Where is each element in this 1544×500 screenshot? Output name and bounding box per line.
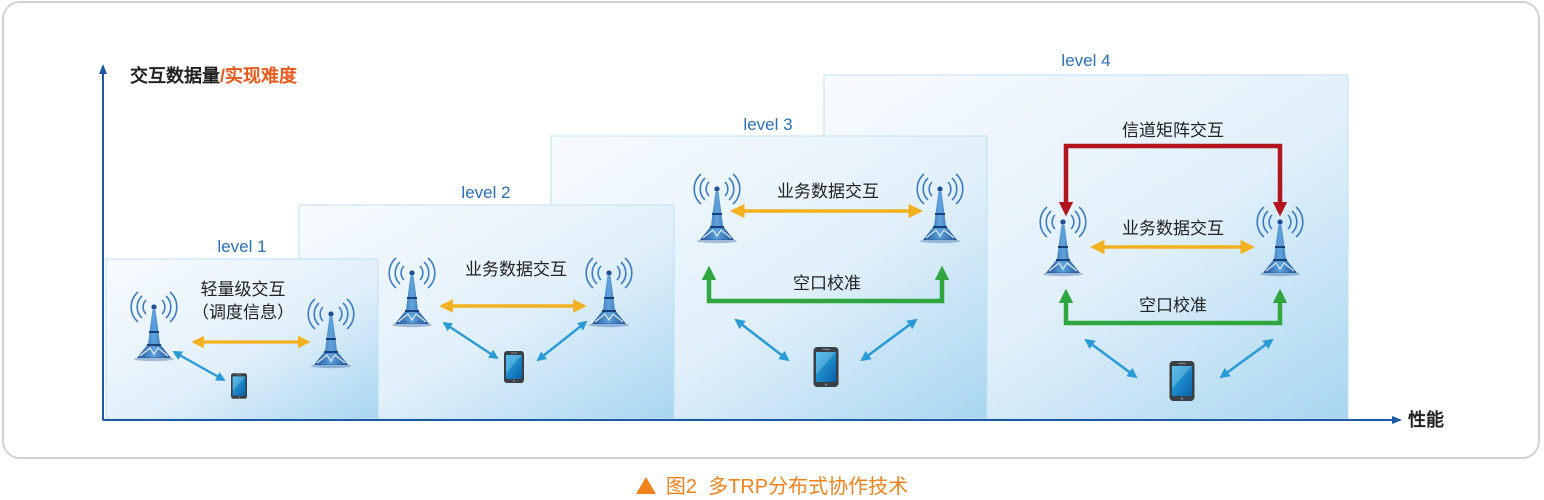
figure-caption: 图2 多TRP分布式协作技术 xyxy=(0,470,1544,499)
level-3-label: level 3 xyxy=(743,115,792,134)
tower-phone-link-arrow xyxy=(1084,338,1138,379)
tower-phone-link-arrow xyxy=(1219,338,1274,379)
level-3-text-data: 业务数据交互 xyxy=(777,182,879,201)
figure-title: 多TRP分布式协作技术 xyxy=(708,476,909,498)
phone-icon xyxy=(231,373,247,399)
level-2-text: 业务数据交互 xyxy=(465,260,567,279)
phone-icon xyxy=(1169,361,1195,401)
tower-phone-link-arrow xyxy=(442,321,499,360)
level-1-label: level 1 xyxy=(217,237,266,256)
x-axis-label: 性能 xyxy=(1408,409,1444,430)
tower-phone-link-arrow xyxy=(860,318,918,362)
level-4-text-channel-matrix: 信道矩阵交互 xyxy=(1122,121,1224,140)
level-1-text-line1: 轻量级交互 xyxy=(201,280,286,299)
tower-phone-link-arrow xyxy=(536,320,588,362)
level-4-text-calibration: 空口校准 xyxy=(1139,296,1207,315)
triangle-icon xyxy=(635,477,656,494)
tower-phone-link-arrow xyxy=(734,318,790,362)
level-2-label: level 2 xyxy=(461,183,510,202)
figure-number: 图2 xyxy=(665,476,697,498)
tower-phone-link-arrow xyxy=(172,350,226,382)
phone-icon xyxy=(813,347,839,387)
air-calibration-arrow xyxy=(701,265,950,304)
level-4-label: level 4 xyxy=(1061,51,1110,70)
level-1-text-line2: （调度信息） xyxy=(192,303,294,322)
level-3-text-calibration: 空口校准 xyxy=(793,274,861,293)
air-calibration-arrow xyxy=(1058,288,1288,326)
y-axis-label: 交互数据量/实现难度 xyxy=(130,65,298,86)
level-4-text-data: 业务数据交互 xyxy=(1122,219,1224,238)
channel-matrix-arrow xyxy=(1058,143,1288,217)
phone-icon xyxy=(504,351,524,383)
